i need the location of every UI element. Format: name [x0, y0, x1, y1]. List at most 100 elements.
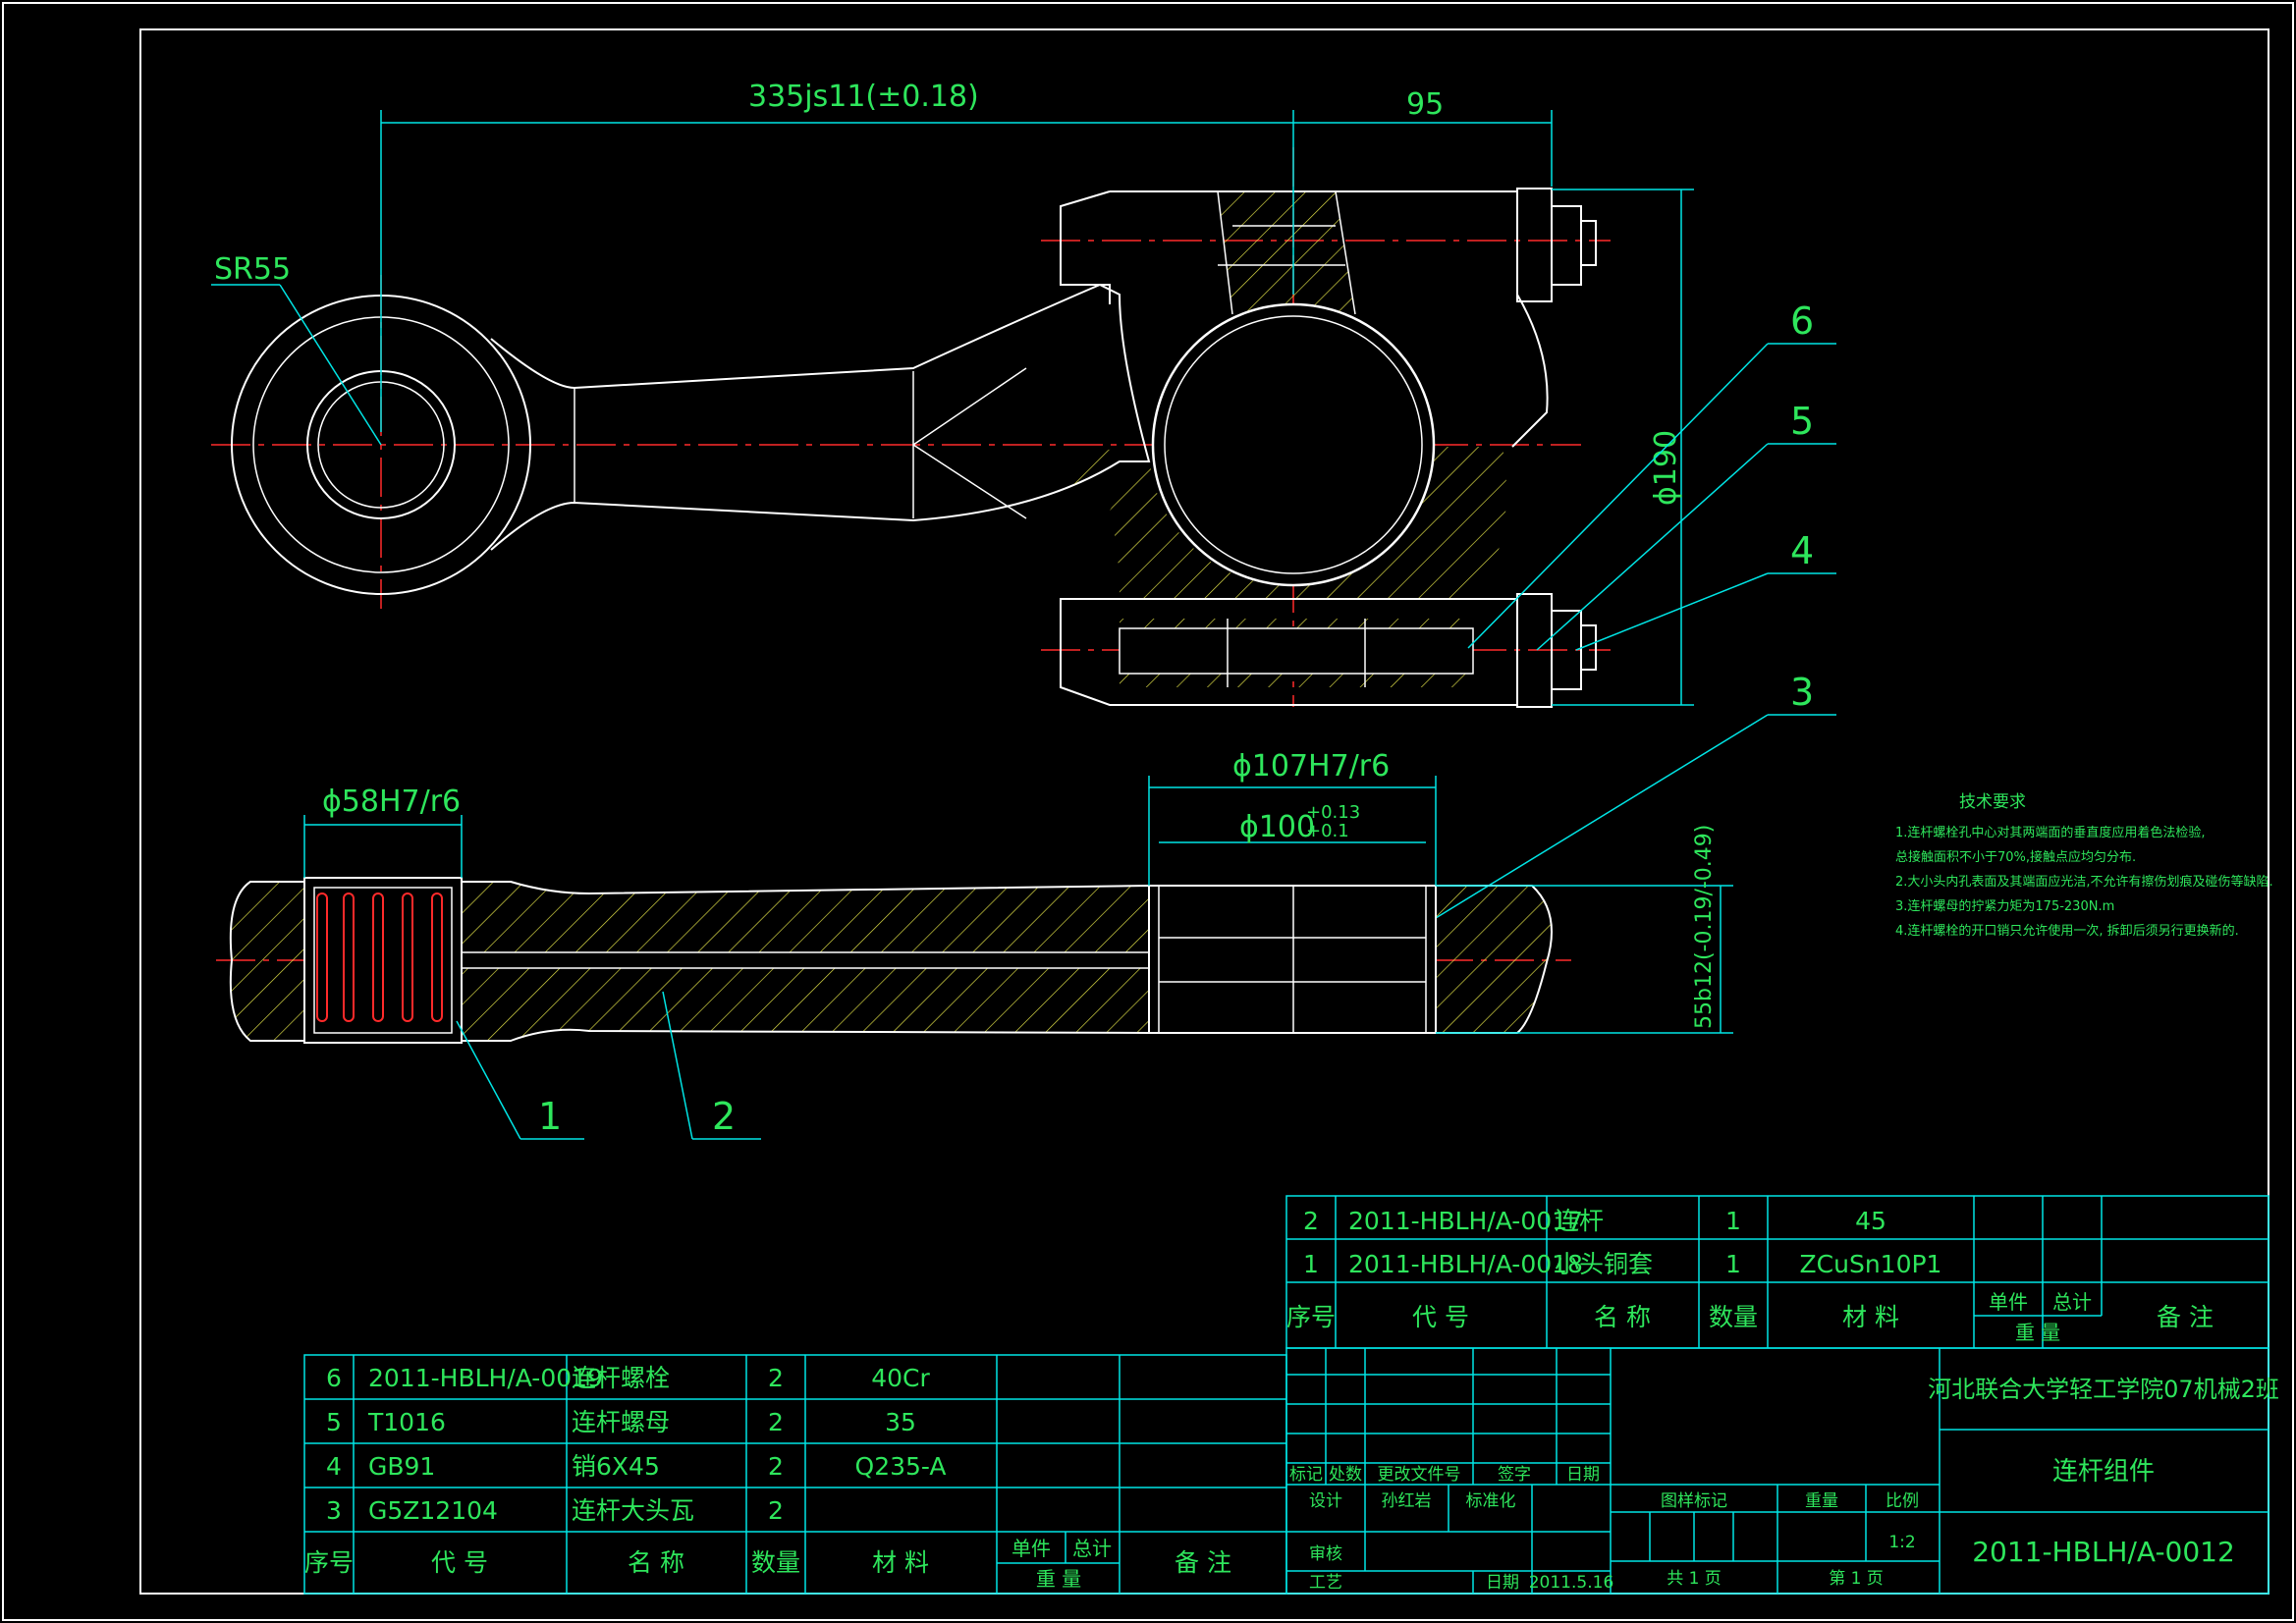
- svg-text:2: 2: [768, 1496, 784, 1525]
- svg-text:2: 2: [1303, 1207, 1319, 1235]
- balloon-5: 5: [1536, 400, 1836, 651]
- svg-text:+0.13: +0.13: [1306, 802, 1360, 823]
- svg-text:总计: 总计: [1072, 1537, 1112, 1560]
- svg-text:1: 1: [1303, 1250, 1319, 1278]
- drawing-number: 2011-HBLH/A-0012: [1972, 1536, 2235, 1568]
- svg-text:重 量: 重 量: [1036, 1567, 1081, 1591]
- dimension-55: 55b12(-0.19/-0.49): [1436, 825, 1733, 1034]
- dim-95-label: 95: [1406, 87, 1444, 122]
- svg-text:重量: 重量: [1805, 1491, 1838, 1511]
- svg-text:T1016: T1016: [367, 1408, 446, 1436]
- svg-text:GB91: GB91: [368, 1452, 435, 1481]
- svg-text:2: 2: [768, 1364, 784, 1392]
- svg-text:2: 2: [712, 1095, 736, 1138]
- balloon-2: 2: [662, 991, 761, 1140]
- svg-text:处数: 处数: [1329, 1465, 1362, 1485]
- balloon-3: 3: [1435, 671, 1836, 919]
- svg-text:孙红岩: 孙红岩: [1382, 1491, 1432, 1511]
- balloon-1: 1: [456, 1020, 584, 1140]
- svg-text:销6X45: 销6X45: [572, 1452, 660, 1481]
- svg-text:1: 1: [1725, 1207, 1741, 1235]
- svg-text:2: 2: [768, 1452, 784, 1481]
- svg-text:连杆: 连杆: [1555, 1207, 1604, 1235]
- svg-text:标准化: 标准化: [1466, 1491, 1516, 1511]
- svg-text:6: 6: [326, 1364, 342, 1392]
- svg-text:数量: 数量: [751, 1548, 800, 1577]
- rod-shank-outline: [490, 283, 1151, 551]
- svg-text:代 号: 代 号: [431, 1548, 488, 1577]
- svg-text:ϕ107H7/r6: ϕ107H7/r6: [1232, 749, 1390, 784]
- svg-text:G5Z12104: G5Z12104: [368, 1496, 498, 1525]
- needle-rollers: [316, 893, 443, 1022]
- svg-text:2011-HBLH/A-0017: 2011-HBLH/A-0017: [1348, 1207, 1583, 1235]
- oil-hole: [461, 951, 1150, 969]
- svg-text:工艺: 工艺: [1309, 1573, 1342, 1593]
- svg-text:连杆螺母: 连杆螺母: [572, 1408, 670, 1436]
- dimension-335: 335js11(±0.18): [380, 80, 1294, 432]
- svg-text:比例: 比例: [1886, 1491, 1919, 1511]
- svg-text:序号: 序号: [304, 1548, 354, 1577]
- svg-text:代 号: 代 号: [1412, 1303, 1469, 1331]
- dimension-95: 95: [1293, 87, 1553, 187]
- big-end-bore-section: [1148, 885, 1437, 1034]
- svg-text:6: 6: [1790, 299, 1814, 343]
- svg-text:日期: 日期: [1566, 1465, 1600, 1485]
- svg-text:标记: 标记: [1289, 1465, 1323, 1485]
- nut-top: [1516, 188, 1553, 302]
- svg-text:日期: 日期: [1486, 1573, 1519, 1593]
- svg-text:1: 1: [1725, 1250, 1741, 1278]
- svg-text:签字: 签字: [1498, 1465, 1531, 1485]
- svg-text:5: 5: [326, 1408, 342, 1436]
- svg-text:更改文件号: 更改文件号: [1378, 1465, 1461, 1485]
- bom-left-text: 6 2011-HBLH/A-0019 连杆螺栓 2 40Cr 5 T1016 连…: [304, 1364, 1231, 1591]
- svg-text:重 量: 重 量: [2015, 1321, 2060, 1344]
- svg-text:连杆螺栓: 连杆螺栓: [572, 1364, 670, 1392]
- svg-text:2011.5.16: 2011.5.16: [1529, 1573, 1614, 1593]
- svg-text:数量: 数量: [1709, 1303, 1758, 1331]
- dimension-100: ϕ100 +0.13 +0.1: [1159, 802, 1426, 844]
- svg-text:图样标记: 图样标记: [1661, 1491, 1727, 1511]
- bom-table-right: [1285, 1195, 2269, 1349]
- big-end-hatched: [1021, 447, 1507, 599]
- svg-text:名 称: 名 称: [1594, 1303, 1651, 1331]
- part-name: 连杆组件: [2052, 1457, 2155, 1487]
- svg-text:序号: 序号: [1286, 1303, 1336, 1331]
- svg-text:审核: 审核: [1309, 1544, 1342, 1564]
- svg-text:40Cr: 40Cr: [871, 1364, 930, 1392]
- dim-335-label: 335js11(±0.18): [748, 80, 979, 114]
- connecting-rod-section-view: ϕ58H7/r6 ϕ107H7/r6 ϕ100 +0.13 +0.1 55b12…: [216, 749, 1733, 1140]
- svg-text:4: 4: [1790, 529, 1814, 572]
- bolt-shank-bottom: [1119, 627, 1474, 675]
- dim-sr55-label: SR55: [214, 252, 291, 287]
- svg-text:3: 3: [1790, 671, 1814, 714]
- svg-text:总接触面积不小于70%,接触点应均匀分布.: 总接触面积不小于70%,接触点应均匀分布.: [1895, 849, 2136, 865]
- balloon-6: 6: [1467, 299, 1836, 649]
- svg-text:单件: 单件: [1011, 1537, 1051, 1560]
- svg-text:备 注: 备 注: [2157, 1303, 2214, 1331]
- svg-text:55b12(-0.19/-0.49): 55b12(-0.19/-0.49): [1692, 825, 1717, 1029]
- dim-190-label: ϕ190: [1649, 430, 1683, 506]
- svg-text:45: 45: [1855, 1207, 1886, 1235]
- svg-text:2011-HBLH/A-0018: 2011-HBLH/A-0018: [1348, 1250, 1583, 1278]
- crank-bore: [1151, 302, 1436, 587]
- svg-text:3.连杆螺母的拧紧力矩为175-230N.m: 3.连杆螺母的拧紧力矩为175-230N.m: [1895, 898, 2114, 914]
- big-end-cap-hatch: [1218, 191, 1355, 314]
- svg-text:共 1 页: 共 1 页: [1667, 1569, 1722, 1589]
- school-name: 河北联合大学轻工学院07机械2班: [1928, 1376, 2279, 1403]
- svg-text:35: 35: [885, 1408, 916, 1436]
- svg-text:2011-HBLH/A-0019: 2011-HBLH/A-0019: [368, 1364, 603, 1392]
- dimension-107: ϕ107H7/r6: [1148, 749, 1437, 886]
- svg-text:第 1 页: 第 1 页: [1829, 1569, 1884, 1589]
- svg-text:1:2: 1:2: [1888, 1533, 1915, 1552]
- svg-text:小头铜套: 小头铜套: [1555, 1250, 1653, 1278]
- technical-requirements: 技术要求 1.连杆螺栓孔中心对其两端面的垂直度应用着色法检验, 总接触面积不小于…: [1895, 792, 2273, 939]
- title-block: [1285, 1347, 2269, 1595]
- svg-text:1.连杆螺栓孔中心对其两端面的垂直度应用着色法检验,: 1.连杆螺栓孔中心对其两端面的垂直度应用着色法检验,: [1895, 825, 2206, 840]
- svg-text:Q235-A: Q235-A: [855, 1452, 947, 1481]
- svg-text:连杆大头瓦: 连杆大头瓦: [572, 1496, 694, 1525]
- big-end-bottom: [1060, 598, 1518, 706]
- svg-text:设计: 设计: [1309, 1491, 1342, 1511]
- svg-text:材 料: 材 料: [872, 1548, 929, 1577]
